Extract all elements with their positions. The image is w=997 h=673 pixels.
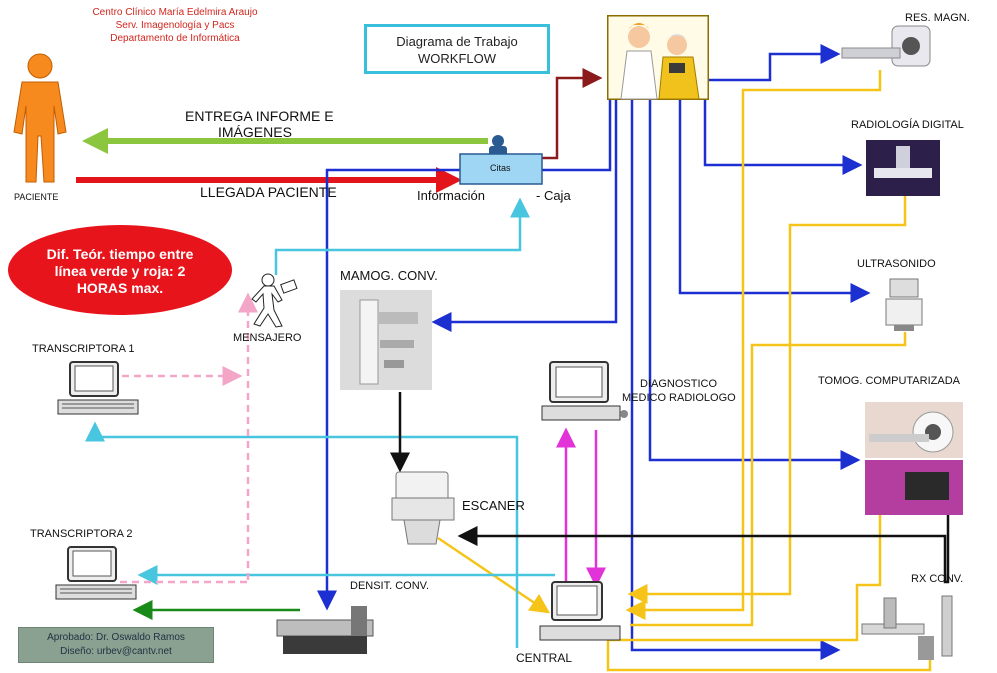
workflow-subtitle: WORKFLOW [367, 50, 547, 67]
delivery-label-2: IMÁGENES [218, 124, 292, 140]
rx-icon [858, 592, 968, 664]
ct-label: TOMOG. COMPUTARIZADA [818, 375, 960, 387]
pink-dashed-lines [120, 295, 248, 582]
header-line: Serv. Imagenología y Pacs [40, 19, 310, 32]
messenger-label: MENSAJERO [233, 332, 301, 344]
reception-desk-icon [458, 134, 544, 186]
diagnostic-label-2: MEDICO RADIOLOGO [622, 392, 736, 404]
delivery-label-1: ENTREGA INFORME E [185, 108, 334, 124]
patient-label: PACIENTE [14, 192, 58, 202]
workflow-title-box: Diagrama de Trabajo WORKFLOW [364, 24, 550, 74]
workflow-title: Diagrama de Trabajo [367, 33, 547, 50]
computer-icon [56, 360, 140, 416]
diagnostic-label-1: DIAGNOSTICO [640, 378, 717, 390]
scanner-label: ESCANER [462, 498, 525, 513]
note-line: Dif. Teór. tiempo entre [8, 246, 232, 263]
arrival-label: LLEGADA PACIENTE [200, 184, 337, 200]
time-note-badge: Dif. Teór. tiempo entre línea verde y ro… [8, 225, 232, 315]
ultrasound-icon [876, 277, 932, 333]
transcriptora-2-label: TRANSCRIPTORA 2 [30, 528, 133, 540]
computer-icon [538, 580, 624, 644]
mri-label: RES. MAGN. [905, 12, 970, 24]
header-line: Departamento de Informática [40, 32, 310, 45]
credits-box: Aprobado: Dr. Oswaldo Ramos Diseño: urbe… [18, 627, 214, 663]
nurse-clipart-icon [607, 15, 709, 100]
computer-icon [540, 360, 630, 422]
mammography-icon [340, 290, 432, 390]
densitometer-label: DENSIT. CONV. [350, 580, 429, 592]
mammography-label: MAMOG. CONV. [340, 268, 438, 283]
messenger-icon [248, 272, 308, 328]
computer-icon [54, 545, 138, 601]
magenta-lines [566, 430, 596, 587]
ultrasound-label: ULTRASONIDO [857, 258, 936, 270]
reception-label: Información [417, 188, 485, 203]
note-line: HORAS max. [8, 280, 232, 297]
desk-label: Citas [490, 163, 511, 173]
credit-approved: Aprobado: Dr. Oswaldo Ramos [19, 631, 213, 645]
header-line: Centro Clínico María Edelmira Araujo [40, 6, 310, 19]
radiology-digital-label: RADIOLOGÍA DIGITAL [851, 119, 964, 131]
xray-table-icon [866, 140, 940, 196]
cashier-label: - Caja [536, 188, 571, 203]
densitometer-icon [273, 600, 383, 658]
note-line: línea verde y roja: 2 [8, 263, 232, 280]
scanner-icon [388, 468, 458, 546]
credit-design: Diseño: urbev@cantv.net [19, 645, 213, 659]
mri-icon [840, 24, 932, 70]
reception-to-workflow-line [540, 78, 600, 158]
transcriptora-1-label: TRANSCRIPTORA 1 [32, 343, 135, 355]
rx-label: RX CONV. [911, 573, 963, 585]
central-label: CENTRAL [516, 651, 572, 665]
person-icon [8, 52, 72, 187]
institution-header: Centro Clínico María Edelmira Araujo Ser… [40, 6, 310, 45]
ct-scanner-icon [865, 402, 963, 515]
